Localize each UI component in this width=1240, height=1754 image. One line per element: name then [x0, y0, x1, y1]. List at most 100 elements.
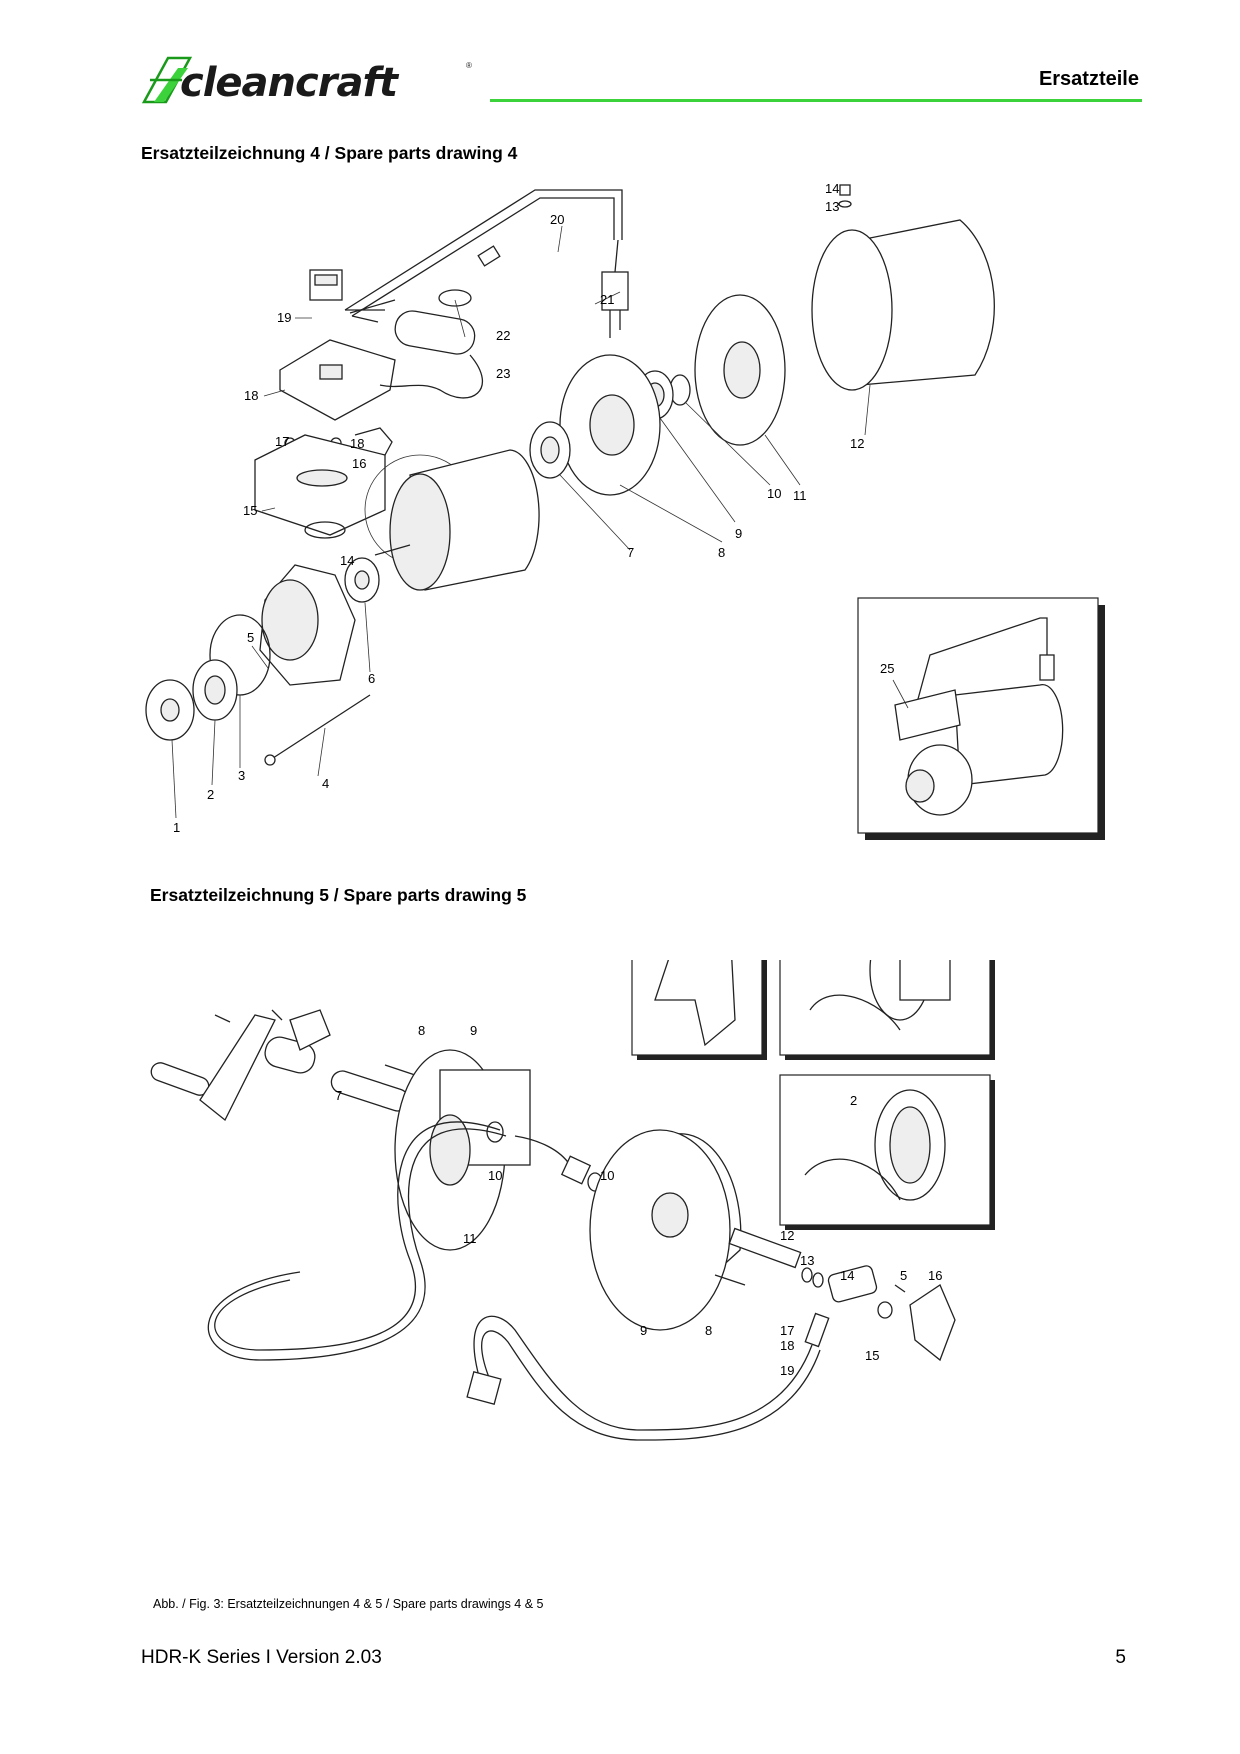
inset-reel-coil-inner — [889, 1106, 931, 1184]
label-8: 8 — [718, 545, 725, 560]
seal-ring — [486, 1121, 504, 1143]
header-rule — [490, 99, 1142, 102]
outlet-hose — [473, 1315, 813, 1431]
label-15: 15 — [865, 1348, 879, 1363]
swivel-body — [827, 1265, 878, 1303]
nipple — [804, 1312, 830, 1348]
crank-grip — [150, 1062, 210, 1096]
label-5: 5 — [247, 630, 254, 645]
label-16: 16 — [928, 1268, 942, 1283]
inset-reel-hose — [809, 994, 901, 1031]
part-labels: 20 21 22 23 19 18 17 18 16 15 14 14 5 6 … — [171, 181, 909, 835]
inset-full-hose — [804, 1158, 901, 1201]
section-title: Ersatzteile — [1038, 68, 1139, 90]
footer-document: HDR-K Series I Version 2.03 — [141, 1647, 382, 1668]
screw — [894, 1284, 906, 1293]
logo-wordmark: cleancraft — [180, 60, 400, 106]
label-12: 12 — [850, 436, 864, 451]
fan-hub — [723, 341, 761, 399]
terminal-box-opening — [296, 469, 348, 487]
o-ring — [304, 521, 346, 539]
label-1: 1 — [173, 820, 180, 835]
label-11: 11 — [463, 1231, 477, 1246]
label-13: 13 — [825, 199, 839, 214]
shaft-seal-inner — [354, 570, 370, 590]
capacitor-strap — [438, 289, 472, 307]
page-number: 5 — [1115, 1647, 1126, 1668]
o-ring — [877, 1301, 893, 1319]
label-7: 7 — [335, 1088, 342, 1103]
label-21: 20 — [550, 212, 564, 227]
registered-mark: ® — [466, 61, 472, 70]
label-17: 17 — [780, 1323, 794, 1338]
drawing4-title: Ersatzteilzeichnung 4 / Spare parts draw… — [141, 143, 518, 163]
box-lid — [354, 427, 393, 456]
label-12: 12 — [780, 1228, 794, 1243]
cable-wires — [345, 299, 396, 323]
swivel-nipple — [728, 1227, 802, 1269]
label-4: 4 — [322, 776, 329, 791]
inset-cable — [914, 617, 1048, 711]
label-10b: 10 — [600, 1168, 614, 1183]
figure-caption: Abb. / Fig. 3: Ersatzteilzeichnungen 4 &… — [153, 1597, 544, 1611]
label-18a: 17 — [275, 434, 289, 449]
cover-window — [319, 364, 343, 380]
shaft — [374, 544, 411, 556]
switch-rocker — [314, 274, 338, 286]
outlet-hose-outer — [481, 1330, 821, 1441]
screw — [271, 1009, 283, 1021]
label-2: 2 — [850, 1093, 857, 1108]
label-18: 18 — [780, 1338, 794, 1353]
outlet-fitting — [466, 1371, 502, 1405]
label-23: 22 — [496, 328, 510, 343]
spare-parts-drawing-4: 20 21 22 23 19 18 17 18 16 15 14 14 5 6 … — [140, 180, 1115, 840]
label-5b: 5 — [900, 1268, 907, 1283]
label-16: 15 — [243, 503, 257, 518]
motor-housing-front — [811, 229, 893, 391]
bracket — [909, 1284, 956, 1362]
cable-path-inner — [351, 197, 615, 317]
inset-motor — [954, 684, 1064, 786]
label-18b: 18 — [350, 436, 364, 451]
hose-fitting — [560, 1155, 592, 1185]
mains-plug — [601, 271, 629, 311]
crank-arm — [199, 1014, 276, 1122]
label-24: 23 — [496, 366, 510, 381]
tie-bolt-head — [264, 754, 276, 766]
label-22: 21 — [600, 292, 614, 307]
hose-outer — [207, 1128, 507, 1361]
bolt — [839, 184, 851, 196]
capacitor-wire — [379, 354, 484, 399]
screw — [714, 1274, 746, 1286]
label-14: 14 — [840, 1268, 854, 1283]
label-13: 13 — [800, 1253, 814, 1268]
capacitor — [394, 310, 476, 355]
label-19: 19 — [780, 1363, 794, 1378]
impeller-bearing-inner — [204, 675, 226, 705]
plug-cable — [614, 239, 619, 273]
label-11: 11 — [793, 488, 807, 503]
label-20: 19 — [277, 310, 291, 325]
clamp — [289, 1009, 331, 1051]
rotor — [389, 473, 451, 591]
label-3: 3 — [238, 768, 245, 783]
switch-cover — [279, 339, 396, 421]
side-plate-hub — [651, 1192, 689, 1238]
label-8: 8 — [418, 1023, 425, 1038]
o-ring — [801, 1267, 813, 1283]
spare-parts-drawing-5: 3 4 5 6 7 8 9 10 10 11 12 13 14 5 16 17 … — [140, 904, 1120, 1600]
logo-graphic: cleancraft ® — [141, 56, 472, 106]
label-2: 2 — [207, 787, 214, 802]
motor-housing — [859, 219, 995, 386]
label-10: 10 — [767, 486, 781, 501]
inset-plug — [1039, 654, 1055, 681]
inset-reel-drum — [899, 939, 951, 1001]
reel-hub — [429, 1114, 471, 1186]
hose — [214, 1121, 501, 1351]
label-8b: 8 — [705, 1323, 712, 1338]
bolt-washer — [838, 200, 852, 208]
hose-end — [514, 1135, 571, 1166]
impeller-hub — [160, 698, 180, 722]
label-10a: 10 — [488, 1168, 502, 1183]
label-6: 6 — [368, 671, 375, 686]
